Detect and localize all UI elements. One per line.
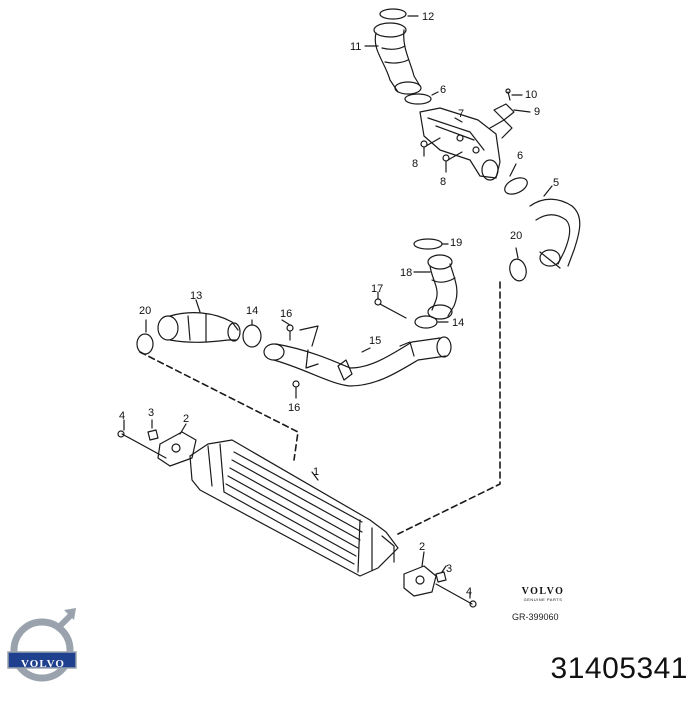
callout-11: 11 — [350, 41, 362, 53]
bolt-4-upper — [117, 430, 167, 459]
brand-subtitle: GENUINE PARTS — [523, 597, 563, 602]
callout-5: 5 — [553, 177, 560, 189]
callout-15: 15 — [369, 335, 382, 347]
callout-4-upper: 4 — [119, 410, 126, 422]
bolt-17 — [374, 291, 407, 319]
screw-10 — [505, 88, 523, 101]
o-ring-6-upper — [404, 93, 432, 105]
callout-1: 1 — [313, 466, 320, 478]
callout-18: 18 — [400, 267, 413, 279]
callout-2-upper: 2 — [183, 413, 190, 425]
hose-11 — [373, 22, 422, 95]
intercooler-1 — [189, 439, 399, 577]
callout-6-upper: 6 — [440, 84, 447, 96]
part-number: 31405341 — [550, 652, 688, 685]
callout-13: 13 — [190, 290, 203, 302]
bracket-2-upper — [157, 431, 197, 467]
bolt-4-lower — [435, 583, 477, 608]
callout-16-upper: 16 — [280, 308, 293, 320]
pipe-15 — [263, 325, 452, 387]
callout-12: 12 — [422, 11, 435, 23]
nut-3-upper — [147, 429, 159, 441]
callout-20-right: 20 — [510, 230, 523, 242]
callout-9: 9 — [534, 106, 541, 118]
hose-18 — [427, 254, 458, 320]
volvo-logo-icon — [7, 608, 77, 682]
brand-name: VOLVO — [521, 586, 565, 597]
logo-wordmark: VOLVO — [21, 658, 65, 670]
o-ring-20-left — [136, 333, 154, 355]
genuine-parts-mark: VOLVO GENUINE PARTS — [498, 586, 588, 603]
dashed-route-left — [139, 351, 299, 461]
o-ring-20-right — [509, 258, 527, 282]
sensor-9 — [493, 103, 531, 121]
o-ring-14-right — [414, 315, 438, 329]
callout-3-upper: 3 — [148, 407, 155, 419]
dashed-route-right — [397, 281, 501, 535]
callout-10: 10 — [525, 89, 538, 101]
bracket-2-lower — [403, 565, 437, 597]
bolt-8-lower — [442, 151, 463, 173]
callout-4-lower: 4 — [466, 586, 473, 598]
callout-19: 19 — [450, 237, 463, 249]
bolt-16-upper — [281, 319, 294, 341]
callout-7: 7 — [458, 108, 465, 120]
o-ring-6-lower — [504, 177, 528, 195]
housing-7 — [419, 107, 513, 181]
callout-2-lower: 2 — [419, 541, 426, 553]
hose-13 — [157, 312, 241, 343]
callout-14-right: 14 — [452, 317, 465, 329]
diagram-reference-code: GR-399060 — [512, 612, 559, 622]
callout-6-lower: 6 — [517, 150, 524, 162]
bolt-16-lower — [292, 380, 300, 399]
nut-3-lower — [435, 571, 447, 583]
callout-8-lower: 8 — [440, 176, 447, 188]
callout-3-lower: 3 — [446, 563, 453, 575]
callout-17: 17 — [371, 283, 384, 295]
callout-20-left: 20 — [139, 305, 152, 317]
o-ring-14-left — [242, 324, 262, 348]
callout-14-left: 14 — [246, 305, 259, 317]
hose-5 — [529, 198, 581, 269]
bolt-8-upper — [420, 137, 441, 157]
o-ring-19 — [413, 238, 443, 250]
callout-8-upper: 8 — [412, 158, 419, 170]
callout-16-lower: 16 — [288, 402, 301, 414]
o-ring-12 — [379, 8, 407, 20]
